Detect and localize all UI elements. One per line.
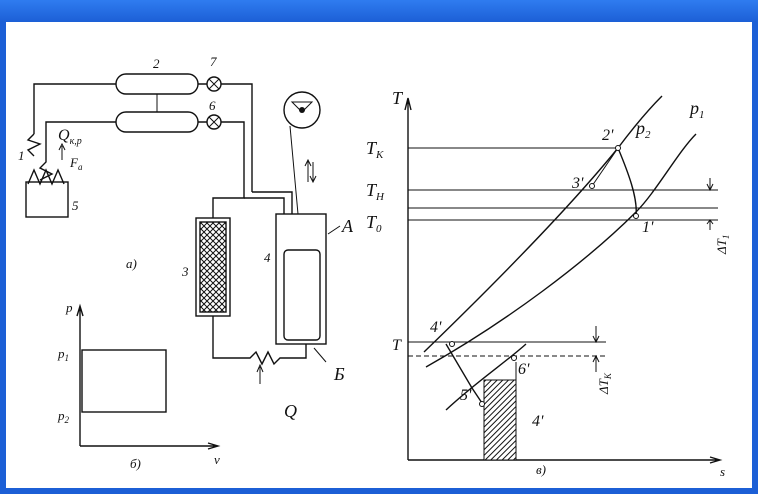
valve-7 xyxy=(206,76,222,92)
label-7: 7 xyxy=(210,54,217,69)
ts-tn: TН xyxy=(366,180,385,203)
ts-diagram: T s TК TН T0 T p2 p1 2' 3' 1' 4' 5' 6' 4… xyxy=(366,88,731,479)
label-6: 6 xyxy=(209,98,216,113)
isobar-p2 xyxy=(423,95,663,353)
label-4: 4 xyxy=(264,250,271,265)
ts-point-2: 2' xyxy=(602,127,614,144)
vessel-lower xyxy=(115,111,199,133)
ts-point-1: 1' xyxy=(642,219,654,236)
caption-b: б) xyxy=(130,456,141,471)
diagram-canvas: 2 7 6 1 5 3 4 Qк,р Fа Q А Б а) p v p1 p2… xyxy=(18,54,731,479)
inner-vessel-4 xyxy=(283,249,321,341)
ts-point-4b: 4' xyxy=(532,413,544,430)
caption-a: а) xyxy=(126,256,137,271)
diagram-slide: 2 7 6 1 5 3 4 Qк,р Fа Q А Б а) p v p1 p2… xyxy=(6,22,752,488)
regenerator-3 xyxy=(199,221,227,313)
ts-axis-s: s xyxy=(720,464,725,479)
label-1: 1 xyxy=(18,148,25,163)
vessel-a xyxy=(275,213,327,345)
pv-axis-v: v xyxy=(214,452,220,467)
label-f-a: Fа xyxy=(69,155,83,172)
label-2: 2 xyxy=(153,56,160,71)
pv-p2: p2 xyxy=(57,408,70,425)
ts-delta-t1: ΔT1 xyxy=(714,235,731,255)
window-top-bar xyxy=(0,0,758,22)
label-q-heat: Q xyxy=(284,401,297,421)
isobar-p1 xyxy=(425,133,697,368)
pressure-gauge xyxy=(283,91,321,215)
vessel-upper xyxy=(115,73,199,95)
label-vessel-a: А xyxy=(341,216,354,236)
ts-point-5: 5' xyxy=(460,387,472,404)
ts-delta-tk: ΔTК xyxy=(596,372,613,395)
ts-point-3: 3' xyxy=(571,175,584,192)
pv-diagram: p v p1 p2 б) xyxy=(57,300,221,471)
heater-box-5 xyxy=(25,181,69,218)
label-vessel-b: Б xyxy=(333,364,345,384)
refrigeration-scheme: 2 7 6 1 5 3 4 Qк,р Fа Q А Б а) xyxy=(18,54,354,421)
pv-rectangle xyxy=(81,349,167,413)
caption-c: в) xyxy=(536,462,546,477)
ts-axis-t: T xyxy=(392,88,404,108)
label-3: 3 xyxy=(181,264,189,279)
ts-point-4: 4' xyxy=(430,319,442,336)
ts-p1: p1 xyxy=(688,98,705,121)
hatched-area xyxy=(483,379,517,461)
label-q-cond: Qк,р xyxy=(58,127,82,147)
pv-p1: p1 xyxy=(57,346,69,363)
ts-t0: T0 xyxy=(366,212,382,235)
label-5: 5 xyxy=(72,198,79,213)
ts-tk: TК xyxy=(366,138,384,161)
ts-t: T xyxy=(392,337,402,354)
valve-6 xyxy=(206,114,222,130)
ts-p2: p2 xyxy=(634,118,651,141)
ts-point-6: 6' xyxy=(518,361,530,378)
pv-axis-p: p xyxy=(65,300,73,315)
